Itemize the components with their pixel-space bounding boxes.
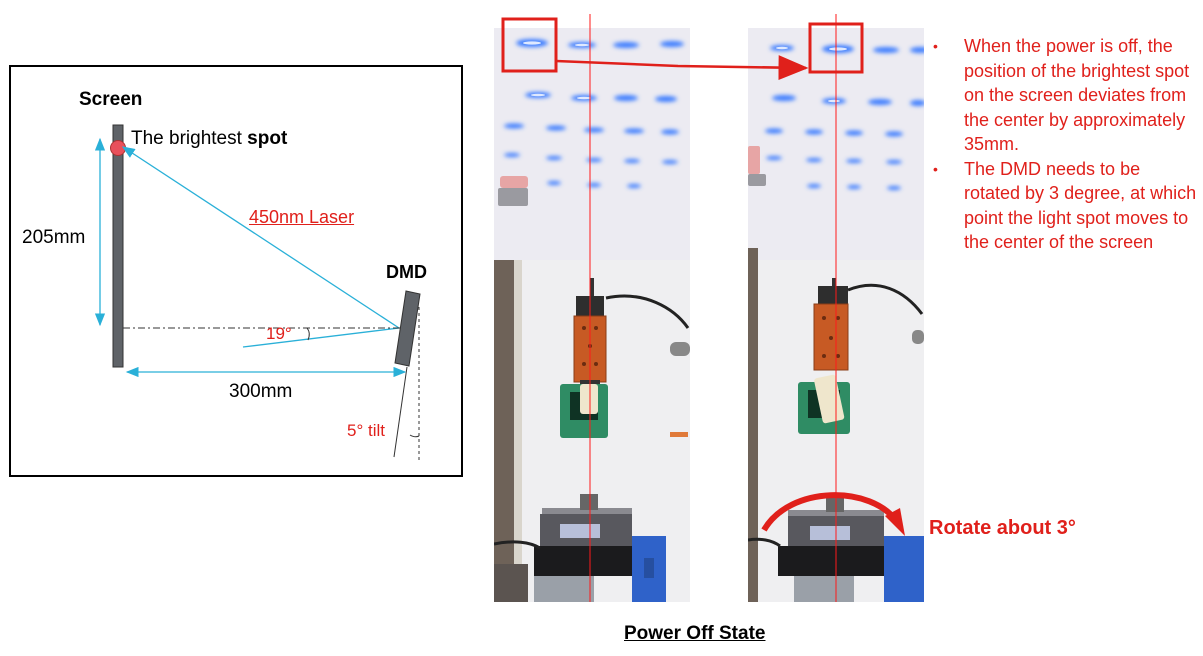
angle-label: 19° — [266, 324, 292, 343]
note-text: When the power is off, the position of t… — [964, 36, 1190, 154]
photo-before-rotation — [494, 28, 690, 602]
screen-label: Screen — [79, 89, 143, 110]
laser-label: 450nm Laser — [249, 207, 355, 227]
spot-label: The brightest spot — [131, 128, 287, 150]
setup-diagram: Screen The brightest spot 450nm Laser DM… — [9, 65, 463, 477]
screen-bar — [112, 124, 124, 368]
diagram-drawing — [94, 124, 421, 463]
tilt-arc — [409, 434, 420, 438]
angle-arc — [306, 327, 310, 341]
photo-before-rotation-drawing — [494, 28, 690, 602]
bullet-dot-icon: • — [933, 38, 938, 54]
spot-label-prefix: The brightest — [131, 128, 248, 149]
note-text: The DMD needs to be rotated by 3 degree,… — [964, 158, 1197, 253]
spot-label-bold: spot — [247, 128, 288, 149]
photo-after-rotation — [748, 28, 924, 602]
figure-caption: Power Off State — [624, 623, 766, 644]
incoming-ray — [242, 327, 400, 348]
laser-beam — [121, 146, 400, 329]
notes-list: • When the power is off, the position of … — [932, 34, 1200, 255]
note-item: • When the power is off, the position of … — [932, 34, 1200, 157]
note-item: • The DMD needs to be rotated by 3 degree… — [932, 157, 1200, 255]
dmd-label: DMD — [386, 262, 427, 282]
dmd-plate — [394, 290, 421, 367]
tilt-label: 5° tilt — [347, 421, 385, 440]
width-dimension-label: 300mm — [229, 381, 293, 402]
bullet-dot-icon: • — [933, 160, 938, 177]
brightest-spot — [110, 140, 126, 156]
photo-after-rotation-drawing — [748, 28, 924, 602]
rotate-label: Rotate about 3° — [929, 517, 1076, 539]
tilt-line — [393, 366, 408, 458]
height-dimension-label: 205mm — [22, 227, 86, 248]
